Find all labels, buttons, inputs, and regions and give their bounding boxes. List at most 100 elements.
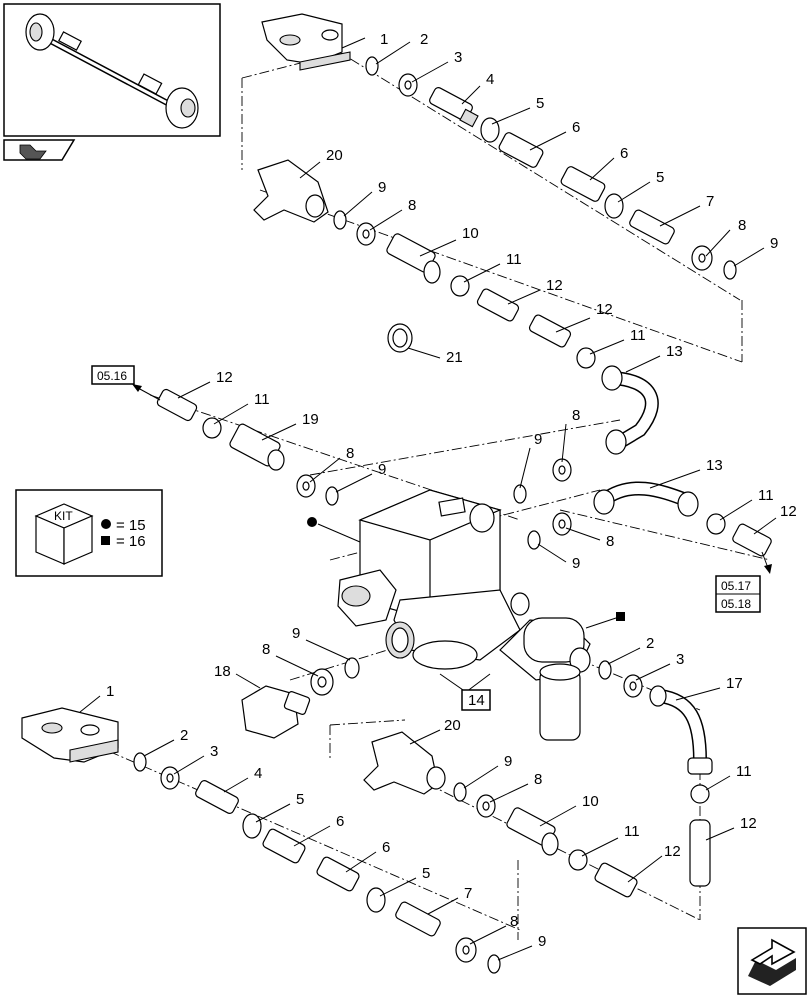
callout-11: 11 <box>736 763 752 780</box>
cap-11-right <box>706 513 726 535</box>
page-nav-icon[interactable] <box>3 139 76 161</box>
washer-2-top <box>365 56 379 76</box>
callout-5: 5 <box>536 95 544 112</box>
callout-21: 21 <box>446 349 463 366</box>
washer-8-row2 <box>356 222 376 246</box>
box-14: 14 <box>461 689 491 711</box>
cap-11-mid <box>568 849 588 871</box>
hose-6-bottom-b <box>316 856 360 892</box>
callout-1: 1 <box>380 31 388 48</box>
cap-11-row2-b <box>576 347 596 369</box>
clamp-5-top <box>480 117 500 143</box>
callout-labels: 1 2 3 4 5 6 6 5 7 8 9 20 9 8 10 11 12 12… <box>106 31 797 950</box>
callout-3: 3 <box>454 49 462 66</box>
washer-8-left <box>296 474 316 498</box>
bracket-1-bottom <box>21 707 119 763</box>
callout-17: 17 <box>726 675 743 692</box>
callout-5: 5 <box>422 865 430 882</box>
callout-4: 4 <box>254 765 262 782</box>
callout-5: 5 <box>296 791 304 808</box>
pipe-13-lower <box>593 481 699 517</box>
callout-9: 9 <box>572 555 580 572</box>
washer-8-plug <box>310 668 334 696</box>
callout-8: 8 <box>346 445 354 462</box>
ref-right-top: 05.17 <box>721 579 751 593</box>
callout-9: 9 <box>538 933 546 950</box>
callout-12: 12 <box>664 843 681 860</box>
kit-round-marker <box>101 519 111 529</box>
callout-10: 10 <box>582 793 599 810</box>
callout-7: 7 <box>706 193 714 210</box>
callout-9: 9 <box>378 179 386 196</box>
callout-10: 10 <box>462 225 479 242</box>
washer-8-mid <box>476 794 496 818</box>
kit-marker-square <box>616 612 625 621</box>
washer-8-right-a <box>552 458 572 482</box>
callout-9: 9 <box>292 625 300 642</box>
callout-8: 8 <box>534 771 542 788</box>
callout-20: 20 <box>444 717 461 734</box>
kit-label: KIT <box>54 509 73 523</box>
ref-arrow-left <box>132 384 161 401</box>
callout-8: 8 <box>408 197 416 214</box>
plug-18 <box>241 685 311 739</box>
axle-thumbnail <box>3 3 221 137</box>
callout-2: 2 <box>420 31 428 48</box>
fitting-4-top <box>429 87 479 128</box>
fitting-19 <box>229 423 285 471</box>
callout-7: 7 <box>464 885 472 902</box>
callout-3: 3 <box>210 743 218 760</box>
ref-arrow-right <box>761 551 772 574</box>
washer-8-bottom <box>455 937 477 963</box>
callout-9: 9 <box>534 431 542 448</box>
callout-4: 4 <box>486 71 494 88</box>
washer-9-right-a <box>513 484 527 504</box>
clamp-5-bottom <box>242 813 262 839</box>
ref-box-right[interactable]: 05.17 05.18 <box>715 575 761 613</box>
callout-8: 8 <box>262 641 270 658</box>
cap-11-row2 <box>450 275 470 297</box>
hose-12-row2-b <box>528 314 572 348</box>
callout-12: 12 <box>546 277 563 294</box>
next-page-arrow-icon[interactable] <box>737 927 807 995</box>
kit-square-marker <box>101 536 110 545</box>
callout-8: 8 <box>510 913 518 930</box>
callout-20: 20 <box>326 147 343 164</box>
callout-8: 8 <box>572 407 580 424</box>
hose-12-vertical <box>689 819 711 887</box>
pipe-13-upper <box>601 365 659 455</box>
hose-12-mid <box>594 862 638 898</box>
washer-9-bottom <box>487 954 501 974</box>
kit-legend: KIT = 15 = 16 <box>15 489 163 577</box>
leader-lines <box>79 37 777 961</box>
hose-12-right <box>732 523 772 557</box>
washer-8-top <box>691 245 713 271</box>
elbow-20-top <box>253 159 329 223</box>
svg-text:14: 14 <box>468 692 485 709</box>
callout-12: 12 <box>780 503 797 520</box>
ref-box-left[interactable]: 05.16 <box>91 365 135 385</box>
callout-12: 12 <box>740 815 757 832</box>
washer-9-mid <box>453 782 467 802</box>
bracket-1-top <box>261 13 351 71</box>
clamp-5-bottom-b <box>366 887 386 913</box>
callout-9: 9 <box>504 753 512 770</box>
callout-1: 1 <box>106 683 114 700</box>
fitting-10-bottom <box>506 807 559 856</box>
callout-6: 6 <box>336 813 344 830</box>
washer-2-right <box>598 660 612 680</box>
relay-valve <box>337 489 530 670</box>
washer-3-top <box>398 73 418 97</box>
callout-18: 18 <box>214 663 231 680</box>
callout-11: 11 <box>506 251 522 268</box>
callout-11: 11 <box>254 391 270 408</box>
callout-5: 5 <box>656 169 664 186</box>
hose-6-top-b <box>560 166 606 202</box>
washer-3-right <box>623 674 643 698</box>
callout-3: 3 <box>676 651 684 668</box>
callout-11: 11 <box>624 823 640 840</box>
callout-12: 12 <box>596 301 613 318</box>
cap-11-vertical <box>690 784 710 804</box>
